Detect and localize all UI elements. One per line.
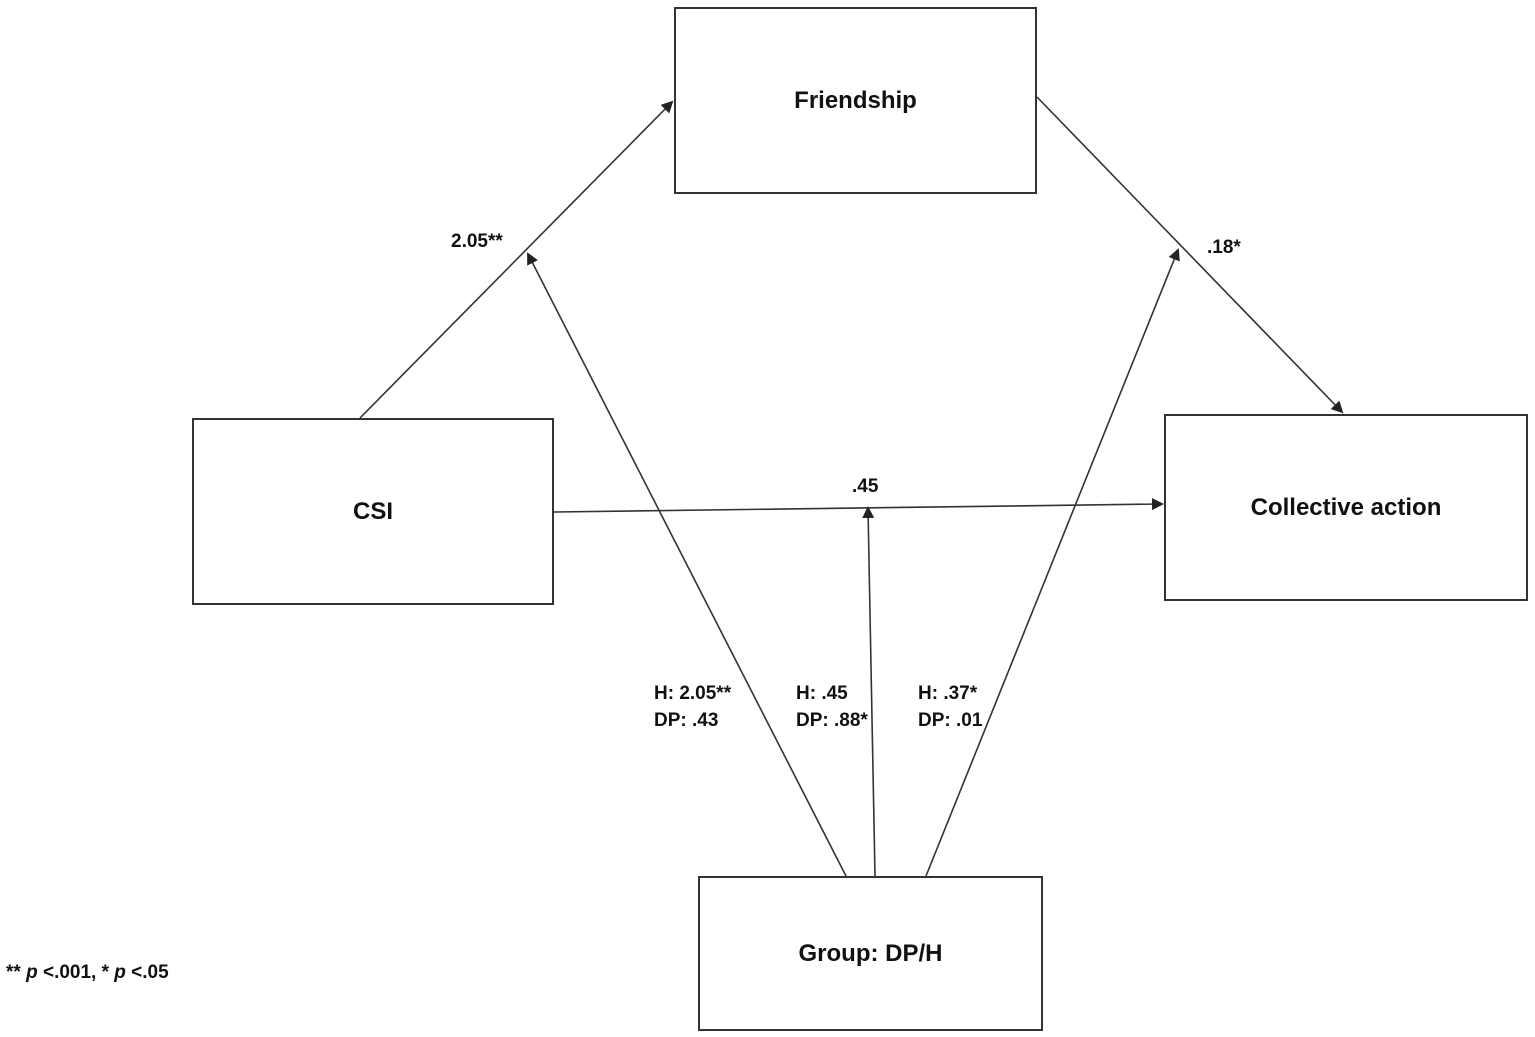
arrow-group-to-friendship-collective-path bbox=[925, 248, 1180, 877]
node-group: Group: DP/H bbox=[698, 876, 1043, 1031]
moderation-label-right: H: .37* DP: .01 bbox=[918, 680, 982, 734]
node-csi-label: CSI bbox=[352, 497, 393, 525]
coef-csi-to-friendship: 2.05** bbox=[451, 231, 503, 252]
node-group-label: Group: DP/H bbox=[798, 939, 943, 967]
coef-friendship-to-collective-action: .18* bbox=[1207, 237, 1241, 258]
arrow-csi-to-collective-action bbox=[553, 498, 1164, 513]
footnote-p1: p bbox=[26, 962, 38, 983]
moderation-label-middle: H: .45 DP: .88* bbox=[796, 680, 868, 734]
node-collective-action: Collective action bbox=[1164, 414, 1528, 601]
footnote-threshold-2: <.05 bbox=[131, 962, 169, 983]
coef-csi-to-collective-action: .45 bbox=[852, 476, 879, 497]
moderation-middle-line1: H: .45 bbox=[796, 683, 848, 704]
footnote-p2: p bbox=[114, 962, 126, 983]
node-collective-action-label: Collective action bbox=[1250, 493, 1442, 521]
arrow-csi-to-friendship bbox=[359, 100, 674, 419]
moderation-left-line2: DP: .43 bbox=[654, 710, 719, 731]
arrow-friendship-to-collective-action bbox=[1036, 96, 1344, 414]
node-csi: CSI bbox=[192, 418, 554, 605]
moderation-right-line1: H: .37* bbox=[918, 683, 978, 704]
node-friendship-label: Friendship bbox=[794, 86, 917, 114]
footnote-threshold-1: <.001, * bbox=[42, 962, 109, 983]
moderation-label-left: H: 2.05** DP: .43 bbox=[654, 680, 731, 734]
moderation-right-line2: DP: .01 bbox=[918, 710, 983, 731]
arrow-group-to-csi-friendship-path bbox=[527, 252, 847, 877]
significance-footnote: ** p <.001, * p <.05 bbox=[6, 962, 169, 984]
moderation-left-line1: H: 2.05** bbox=[654, 683, 732, 704]
footnote-stars: ** bbox=[6, 962, 21, 983]
moderation-middle-line2: DP: .88* bbox=[796, 710, 868, 731]
arrow-group-to-csi-collective-path bbox=[862, 506, 876, 877]
node-friendship: Friendship bbox=[674, 7, 1037, 194]
